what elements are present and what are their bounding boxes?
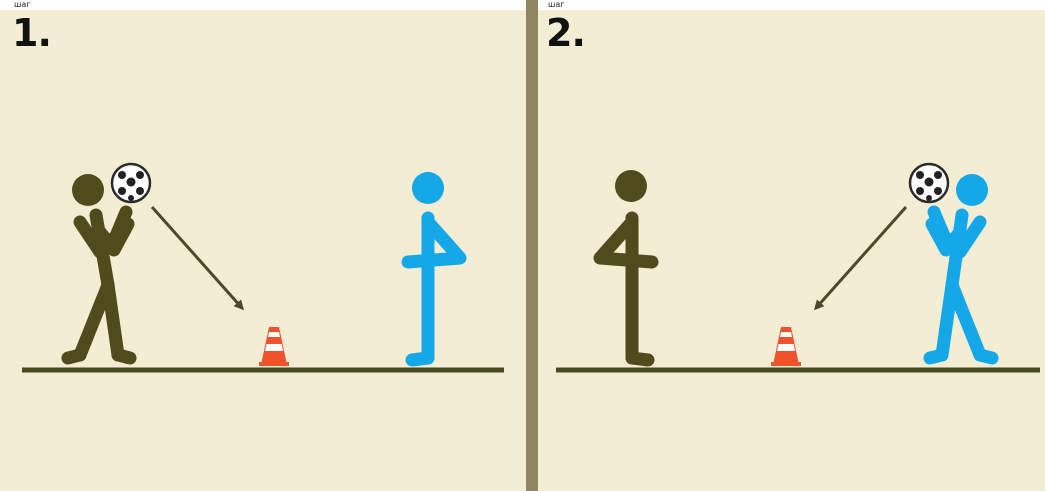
arrow-icon <box>152 207 242 308</box>
soccer-ball-icon <box>112 164 150 202</box>
arrow-icon <box>816 207 906 308</box>
soccer-ball-icon <box>910 164 948 202</box>
player-blue <box>408 172 460 360</box>
player-dark <box>68 174 130 358</box>
traffic-cone-icon <box>259 327 289 366</box>
traffic-cone-icon <box>771 327 801 366</box>
player-dark <box>600 170 652 360</box>
player-blue <box>930 174 992 358</box>
